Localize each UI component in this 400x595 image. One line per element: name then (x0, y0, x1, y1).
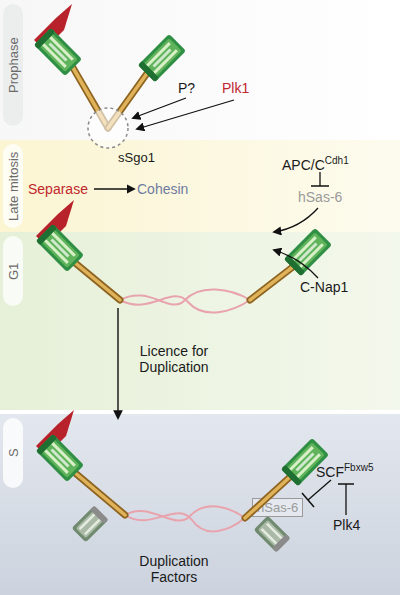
process-label: Licence for Duplication (124, 343, 224, 375)
inhibition-bar (311, 185, 329, 187)
inhibition-bar (338, 483, 354, 485)
s-phase-centrioles (36, 410, 329, 552)
arrow (137, 100, 234, 129)
ligase-superscript: Fbxw5 (344, 462, 373, 473)
protease-label: Separase (28, 181, 88, 197)
inhibition-line (308, 480, 331, 500)
ligase-label: SCF (316, 464, 344, 480)
phospho-label: P? (178, 80, 195, 96)
arrow (133, 98, 186, 118)
ligase-superscript: Cdh1 (325, 155, 349, 166)
prophase-centrioles (34, 4, 186, 148)
ligase-label: APC/C (282, 157, 325, 173)
arrow (94, 188, 134, 189)
kinase-label: Plk4 (333, 517, 360, 533)
kinase-label: Plk1 (222, 80, 249, 96)
curved-arrow (274, 250, 318, 278)
protein-label: sSgo1 (118, 150, 155, 166)
label-group: SCFFbxw5 (316, 463, 373, 480)
inhibition-line (319, 172, 320, 186)
phase-label: S (3, 418, 23, 488)
curved-arrow (274, 208, 318, 232)
phase-label: G1 (3, 236, 23, 306)
protein-label: hSas-6 (298, 189, 342, 205)
phase-label: Late mitosis (3, 144, 23, 228)
inhibition-line (345, 484, 346, 515)
g1-centrioles (36, 200, 332, 313)
inhibition-bar (302, 493, 314, 507)
complex-label: Cohesin (137, 181, 188, 197)
phase-label: Prophase (3, 4, 23, 126)
protein-label: C-Nap1 (300, 279, 348, 295)
licence-arrow (117, 308, 118, 418)
factor-label: Duplication Factors (124, 553, 224, 585)
label-group: APC/CCdh1 (282, 156, 349, 173)
